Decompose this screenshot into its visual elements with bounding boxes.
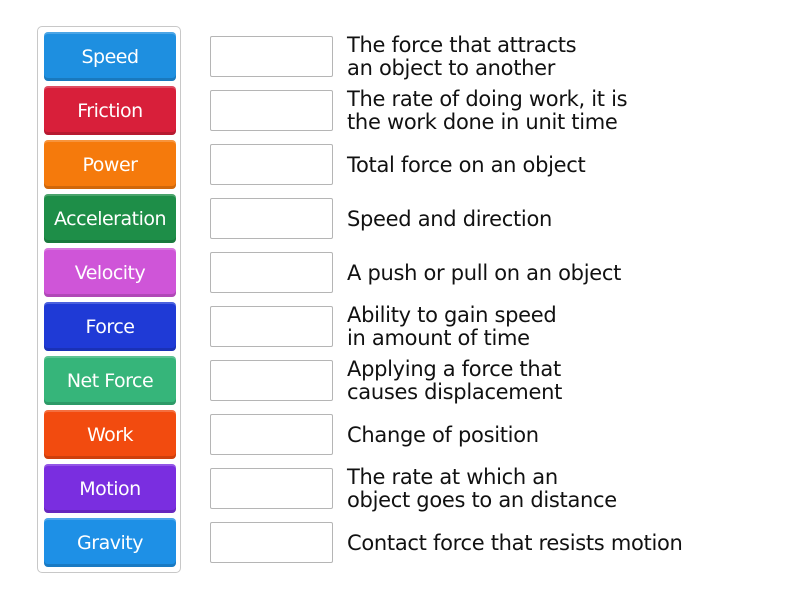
drop-target-box[interactable] [210,36,333,77]
drop-target-box[interactable] [210,144,333,185]
definition-line-1: Change of position [347,422,539,447]
drop-target-box[interactable] [210,90,333,131]
definition-text: Total force on an object [347,140,787,190]
term-tile-net-force[interactable]: Net Force [44,356,176,405]
definition-line-2: an object to another [347,56,556,80]
drop-target-box[interactable] [210,522,333,563]
definition-line-1: The force that attracts [347,33,577,57]
drop-target-box[interactable] [210,198,333,239]
definition-line-1: The rate at which an [347,465,558,489]
definition-line-1: Total force on an object [347,152,586,177]
definition-line-1: A push or pull on an object [347,260,622,285]
term-tile-friction[interactable]: Friction [44,86,176,135]
drop-target-box[interactable] [210,252,333,293]
drop-target-box[interactable] [210,468,333,509]
term-tile-motion[interactable]: Motion [44,464,176,513]
drop-target-box[interactable] [210,414,333,455]
drop-target-box[interactable] [210,306,333,347]
definition-line-1: Speed and direction [347,206,553,231]
drop-target-box[interactable] [210,360,333,401]
term-tile-speed[interactable]: Speed [44,32,176,81]
definition-line-2: the work done in unit time [347,110,618,134]
definition-line-1: Ability to gain speed [347,303,557,327]
definition-text: Speed and direction [347,194,787,244]
definition-line-1: The rate of doing work, it is [347,87,628,111]
definition-line-2: causes displacement [347,380,563,404]
definition-text: Contact force that resists motion [347,518,787,568]
term-tile-power[interactable]: Power [44,140,176,189]
term-tile-work[interactable]: Work [44,410,176,459]
definition-text: Change of position [347,410,787,460]
definition-text: A push or pull on an object [347,248,787,298]
definition-line-2: in amount of time [347,326,530,350]
term-tile-gravity[interactable]: Gravity [44,518,176,567]
definition-line-1: Applying a force that [347,357,561,381]
term-tile-velocity[interactable]: Velocity [44,248,176,297]
term-tile-acceleration[interactable]: Acceleration [44,194,176,243]
definition-line-1: Contact force that resists motion [347,530,683,555]
term-tile-force[interactable]: Force [44,302,176,351]
definition-line-2: object goes to an distance [347,488,617,512]
